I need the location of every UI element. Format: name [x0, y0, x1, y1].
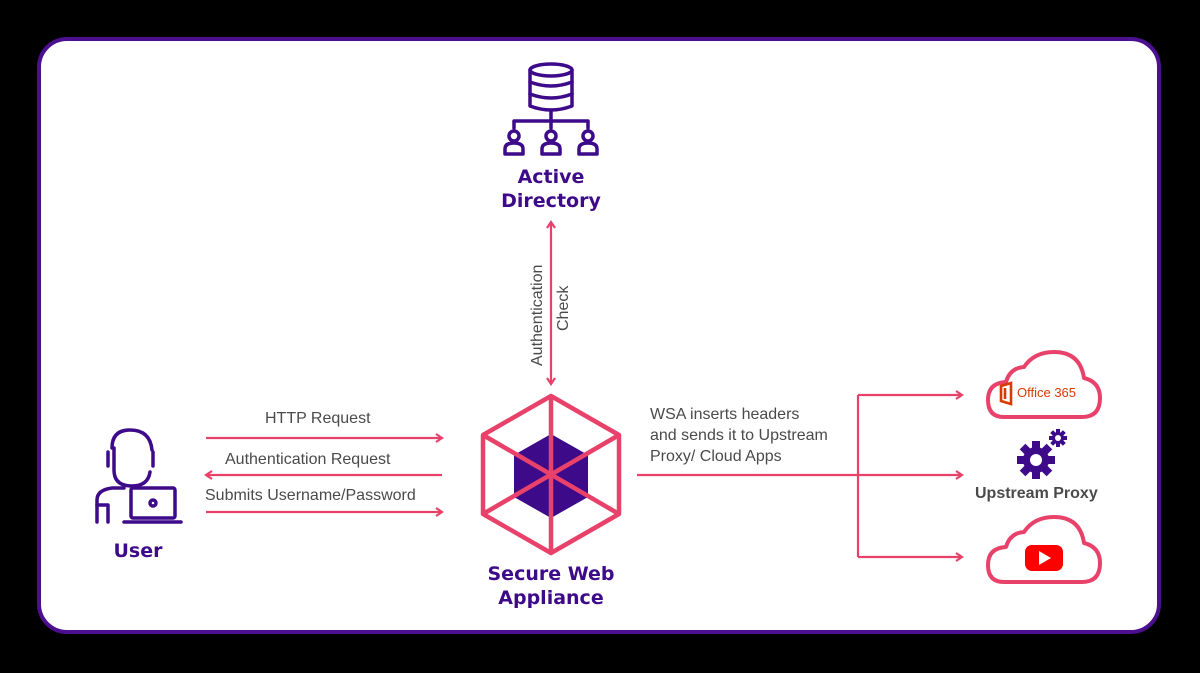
auth-check-label-line1: Authentication	[529, 264, 546, 366]
youtube-cloud-icon	[986, 515, 1102, 584]
wsa-description-line1: WSA inserts headers	[650, 406, 800, 423]
swa-label-line2: Appliance	[498, 587, 604, 609]
submit-credentials-label: Submits Username/Password	[205, 487, 416, 504]
database-network-icon	[503, 62, 599, 156]
hexagon-icon	[480, 393, 622, 556]
http-request-label: HTTP Request	[265, 410, 371, 427]
wsa-forward-arrows	[637, 390, 964, 562]
user-laptop-icon	[95, 428, 183, 524]
office365-label: Office 365	[1017, 385, 1077, 400]
active-directory-label-line2: Directory	[501, 190, 601, 212]
gears-icon	[1017, 429, 1067, 479]
upstream-proxy-label: Upstream Proxy	[975, 485, 1098, 502]
swa-label-line1: Secure Web	[487, 563, 615, 585]
wsa-description-line3: Proxy/ Cloud Apps	[650, 448, 782, 465]
diagram-frame	[37, 37, 1161, 634]
active-directory-label-line1: Active	[517, 166, 585, 188]
auth-check-label-line2: Check	[555, 285, 572, 331]
user-label: User	[113, 540, 163, 562]
office365-cloud-icon	[986, 350, 1102, 419]
wsa-description: WSA inserts headers and sends it to Upst…	[650, 404, 828, 467]
swa-label: Secure Web Appliance	[476, 562, 626, 610]
active-directory-label: Active Directory	[491, 165, 611, 213]
wsa-description-line2: and sends it to Upstream	[650, 427, 828, 444]
auth-request-label: Authentication Request	[225, 451, 391, 468]
